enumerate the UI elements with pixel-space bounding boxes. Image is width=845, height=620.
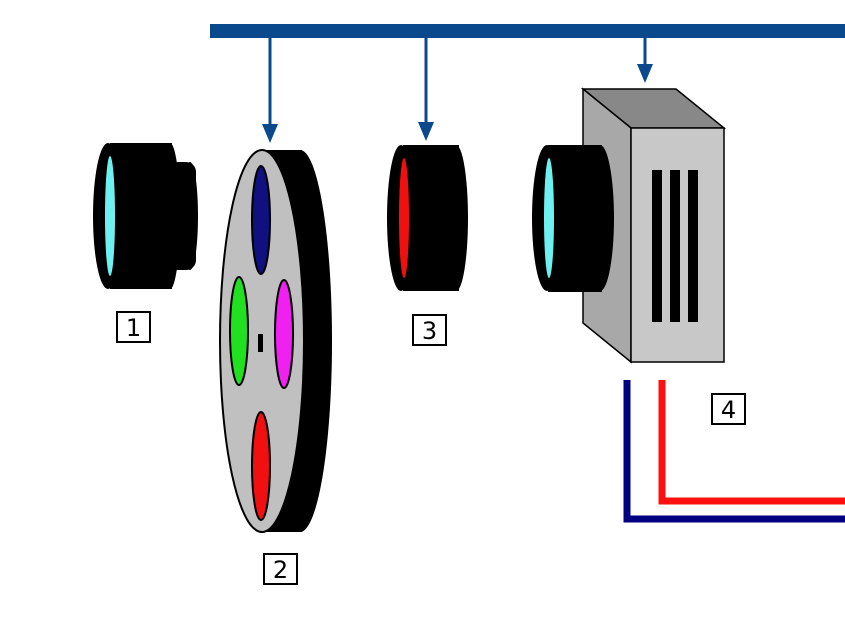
camera-vent-2 [670, 170, 680, 322]
filter-red [251, 411, 271, 521]
control-bus-line [210, 24, 845, 38]
cable-red [658, 380, 845, 505]
camera-lens-back [586, 145, 614, 291]
label-filter: 3 [412, 314, 447, 346]
label-box-filter-wheel [263, 553, 298, 585]
label-box-lens [116, 311, 151, 343]
filter-wheel-component [219, 149, 332, 533]
bus-arrows [262, 38, 653, 143]
filter-component [387, 145, 468, 291]
lens-component [93, 143, 198, 289]
label-text-filter-wheel: 2 [273, 556, 288, 584]
filter-green [229, 276, 249, 386]
label-text-filter: 3 [422, 317, 437, 345]
camera-vent-1 [652, 170, 662, 322]
arrow-head-camera [637, 64, 653, 83]
label-text-camera: 4 [721, 396, 736, 424]
arrow-head-filter [418, 122, 434, 141]
label-camera: 4 [711, 393, 746, 425]
lens-glass [105, 156, 115, 276]
lens-barrel-end [160, 143, 180, 289]
label-box-filter [412, 314, 447, 346]
filter-blue [251, 165, 271, 275]
label-lens: 1 [116, 311, 151, 343]
filter-back-end [444, 145, 468, 291]
camera-vent-3 [688, 170, 698, 322]
label-box-camera [711, 393, 746, 425]
camera-lens-glass [544, 158, 554, 278]
arrow-head-filter-wheel [262, 124, 278, 143]
camera-cables [623, 380, 845, 523]
label-text-lens: 1 [126, 314, 141, 342]
filter-wheel-hub [258, 334, 263, 352]
label-filter-wheel: 2 [263, 553, 298, 585]
cable-navy [623, 380, 845, 523]
camera-component [532, 87, 727, 364]
filter-red-glass [399, 158, 409, 278]
lens-mount-end [182, 162, 198, 270]
filter-magenta [274, 279, 294, 389]
